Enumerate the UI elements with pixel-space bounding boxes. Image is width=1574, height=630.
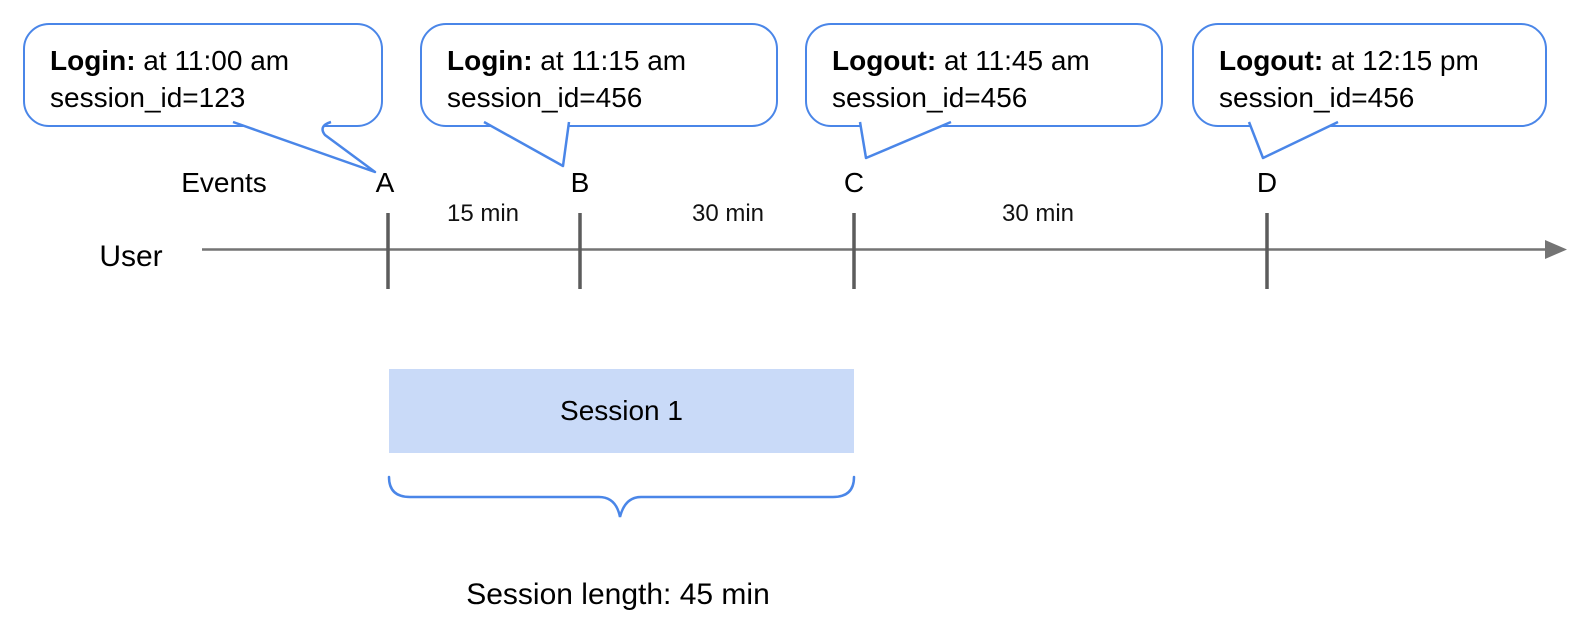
- callout-event-type: Logout:: [1219, 45, 1324, 76]
- events-axis-label: Events: [181, 167, 267, 198]
- session-1-label: Session 1: [560, 395, 683, 426]
- callout-line1: Login: at 11:15 am: [447, 42, 766, 79]
- callout-event-time: at 12:15 pm: [1323, 45, 1479, 76]
- callout-logout-c: Logout: at 11:45 am session_id=456: [805, 23, 1163, 127]
- callout-line1: Logout: at 12:15 pm: [1219, 42, 1535, 79]
- callout-line1: Login: at 11:00 am: [50, 42, 371, 79]
- callout-event-time: at 11:15 am: [532, 45, 687, 76]
- axis-arrowhead-icon: [1545, 240, 1567, 259]
- callout-session-id: session_id=456: [447, 82, 643, 113]
- user-row-label: User: [99, 240, 163, 273]
- callout-session-id: session_id=456: [832, 82, 1028, 113]
- callout-event-time: at 11:00 am: [135, 45, 290, 76]
- callout-tail-a: [232, 120, 377, 174]
- callout-tail-c: [858, 120, 952, 160]
- event-label-d: D: [1256, 167, 1278, 198]
- callout-line1: Logout: at 11:45 am: [832, 42, 1151, 79]
- interval-label-ab: 15 min: [446, 200, 520, 227]
- callout-logout-d: Logout: at 12:15 pm session_id=456: [1192, 23, 1547, 127]
- callout-tail-d: [1247, 120, 1339, 160]
- event-label-b: B: [570, 167, 590, 198]
- callout-tail-b: [483, 120, 571, 168]
- callout-session-id: session_id=123: [50, 82, 246, 113]
- interval-label-bc: 30 min: [691, 200, 765, 227]
- event-label-c: C: [843, 167, 865, 198]
- callout-event-type: Login:: [447, 45, 533, 76]
- callout-login-a: Login: at 11:00 am session_id=123: [23, 23, 383, 127]
- session-brace-icon: [387, 475, 856, 518]
- event-label-a: A: [375, 167, 395, 198]
- interval-label-cd: 30 min: [1001, 200, 1075, 227]
- session-1-box: Session 1: [389, 369, 854, 453]
- callout-event-type: Login:: [50, 45, 136, 76]
- callout-event-time: at 11:45 am: [936, 45, 1090, 76]
- callout-login-b: Login: at 11:15 am session_id=456: [420, 23, 778, 127]
- callout-event-type: Logout:: [832, 45, 937, 76]
- callout-session-id: session_id=456: [1219, 82, 1415, 113]
- session-length-caption: Session length: 45 min: [466, 578, 770, 611]
